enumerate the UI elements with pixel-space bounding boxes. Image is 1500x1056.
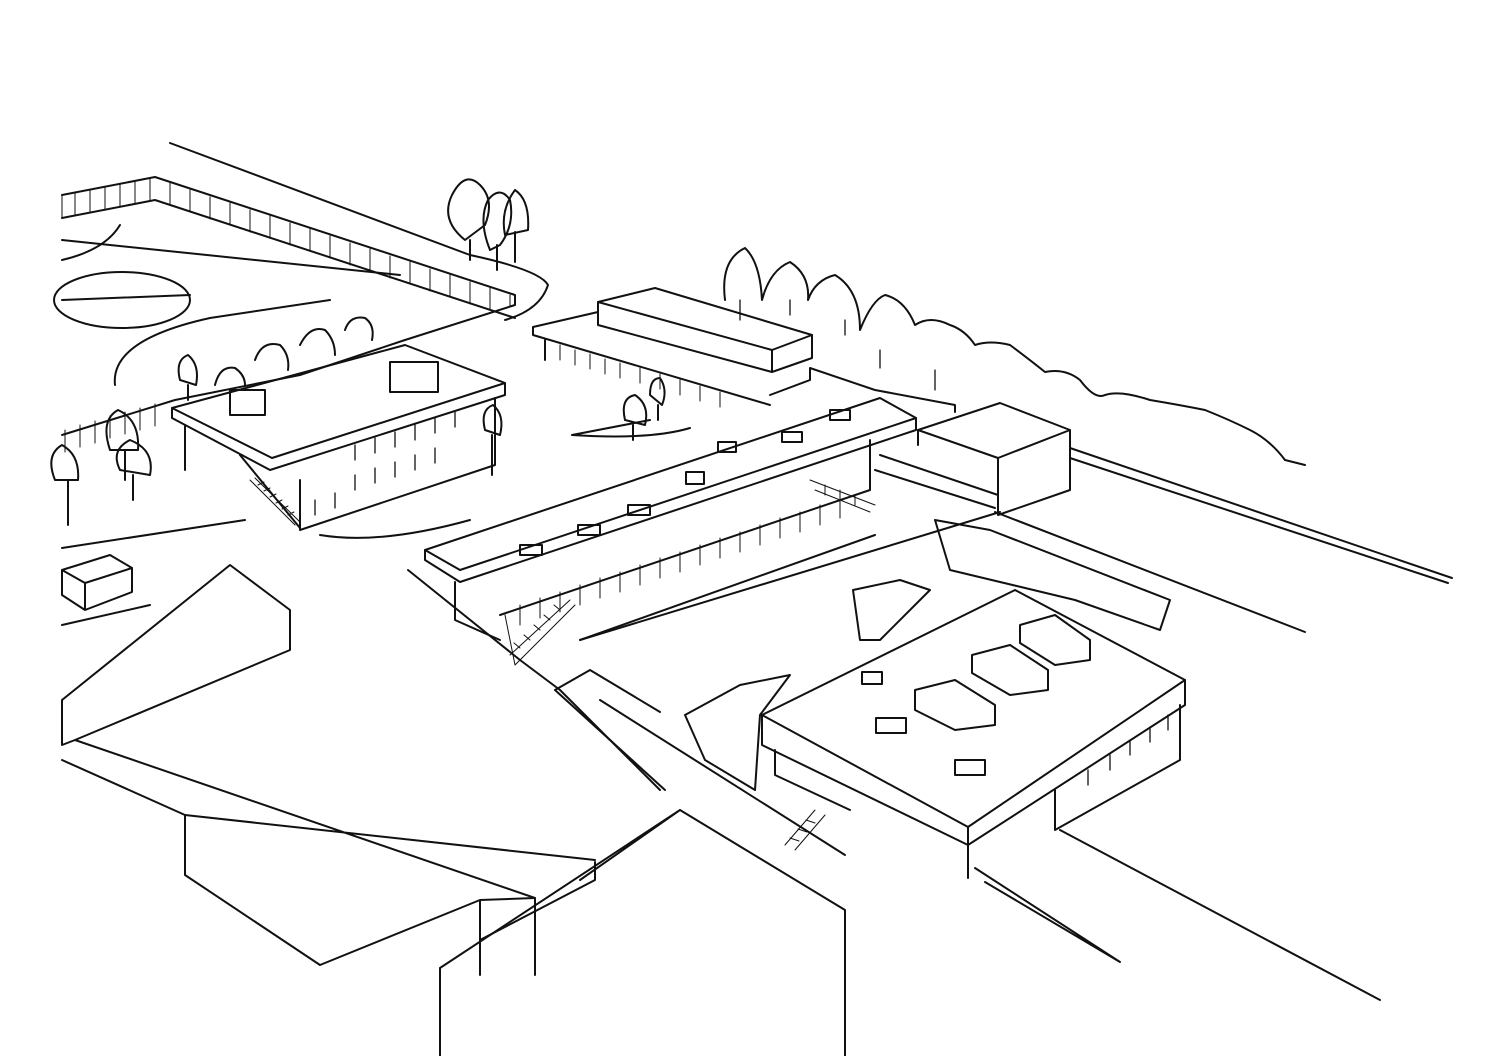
roof-light-3	[1019, 614, 1091, 666]
building-e-roof-box-walls	[61, 567, 133, 611]
landscape-patch-left	[684, 674, 791, 791]
building-f-walls	[874, 429, 1071, 516]
roof-box-d3	[954, 759, 986, 776]
building-a-parapet	[171, 382, 506, 471]
building-c-top-box	[597, 287, 813, 351]
tree-line-right	[723, 247, 1306, 466]
tree-trunks	[739, 299, 936, 391]
left-road	[61, 519, 246, 626]
building-e-roof-box	[61, 554, 133, 584]
landscape-patch-right	[852, 519, 1171, 641]
skylight-6	[781, 431, 803, 443]
right-road-upper	[1069, 447, 1453, 579]
trees-behind-building	[214, 316, 374, 386]
skylight-4	[685, 471, 705, 485]
sports-field	[53, 176, 516, 453]
building-c-top-walls	[597, 301, 813, 373]
trees	[50, 178, 1306, 526]
skylight-5	[717, 441, 737, 453]
center-circle	[53, 271, 191, 329]
skylight-7	[829, 409, 851, 421]
top-road-edge	[169, 142, 549, 321]
building-d	[684, 519, 1186, 879]
roof-light-1	[914, 679, 996, 731]
building-c	[532, 287, 956, 438]
building-b-stair-left	[504, 599, 576, 666]
fence-hatching	[61, 177, 511, 311]
skylight-1	[519, 544, 543, 556]
tree-cluster-top	[447, 178, 530, 271]
building-d-walls	[761, 679, 1186, 879]
building-g	[439, 809, 846, 1056]
roof-light-2	[971, 644, 1049, 696]
building-a-windows	[314, 411, 456, 516]
building-d-stair	[784, 809, 826, 851]
tree-left-3	[177, 354, 198, 401]
bottom-right-road	[974, 829, 1381, 1001]
right-road-lower	[994, 511, 1306, 633]
roof-box-2	[389, 361, 439, 393]
building-d-roof	[761, 589, 1186, 828]
building-b-roof	[424, 397, 917, 571]
central-road	[407, 511, 1001, 791]
building-c-lower	[532, 311, 956, 413]
building-c-facade	[559, 344, 721, 408]
building-f	[874, 402, 1071, 516]
tree-left-1	[50, 444, 80, 526]
lower-road	[554, 669, 846, 856]
tree-left-2	[105, 409, 152, 501]
building-f-roof	[917, 402, 1071, 459]
building-b-parapet	[424, 417, 917, 583]
building-a-roof	[171, 344, 506, 459]
building-a-walls	[184, 397, 496, 531]
field-lines	[61, 224, 401, 386]
fence-lower-hatching	[64, 403, 156, 453]
field-fence-bottom	[61, 199, 516, 436]
roof-box-d2	[875, 717, 907, 734]
roof-box-1	[229, 389, 266, 416]
tree-courtyard	[622, 377, 666, 441]
building-a	[171, 344, 506, 531]
right-road-upper-2	[1069, 457, 1449, 584]
building-a-stair	[249, 477, 301, 526]
building-e	[61, 554, 596, 976]
building-b-facade	[519, 497, 841, 626]
path-curve	[319, 519, 471, 539]
building-e-top	[61, 564, 596, 976]
skylight-2	[577, 524, 601, 536]
roof-box-d1	[861, 671, 883, 685]
building-b-walls	[454, 439, 876, 641]
skylight-3	[627, 504, 651, 516]
building-d-windows	[1087, 714, 1169, 786]
building-b	[424, 397, 917, 666]
courtyard	[571, 419, 691, 438]
tree-right-bldg	[482, 404, 503, 476]
building-b-stair-right	[809, 479, 876, 513]
building-g-outline	[439, 809, 846, 1056]
building-e-step	[319, 861, 596, 976]
field-fence-top	[61, 176, 516, 341]
